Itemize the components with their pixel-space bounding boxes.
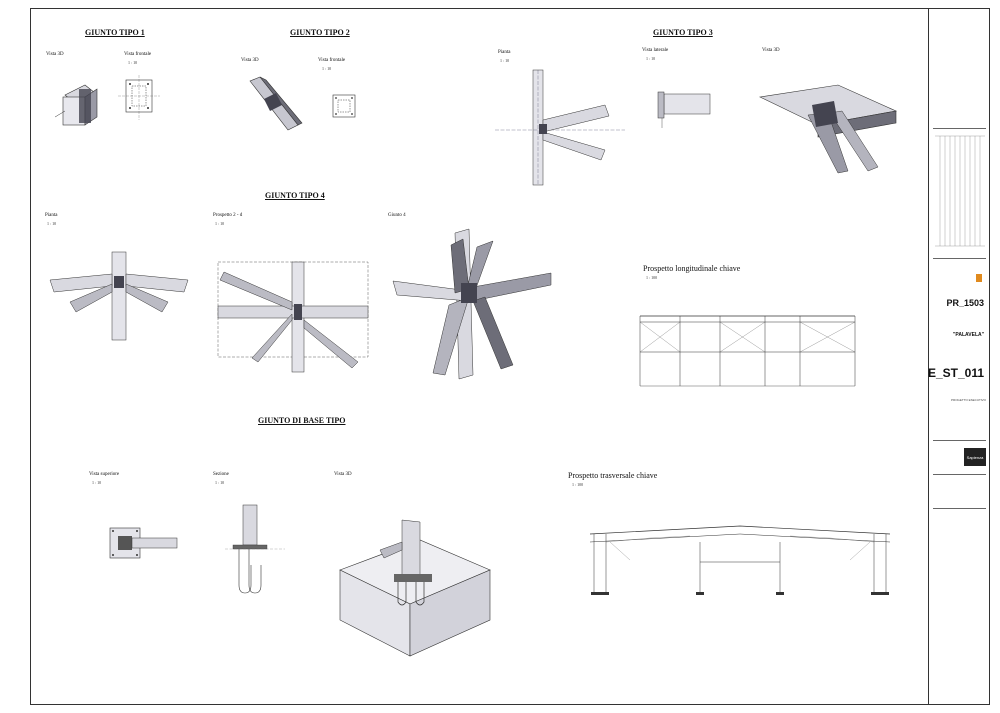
g2-front-drawing: [332, 94, 356, 118]
base-top-drawing: [109, 527, 178, 559]
label-prospetto-longitudinale: Prospetto longitudinale chiave: [643, 264, 741, 273]
label-g1-vista-3d: Vista 3D: [46, 52, 64, 57]
project-name: "PALAVELA": [953, 332, 984, 338]
revision-table: [935, 135, 985, 247]
label-g4-plan-scale: 1 : 10: [47, 221, 57, 226]
label-g4-elev-scale: 1 : 10: [215, 221, 225, 226]
firm-logo-icon: [976, 274, 982, 282]
label-g3-vista-3d: Vista 3D: [762, 48, 780, 53]
label-g1-vista-frontale: Vista frontale: [124, 52, 152, 57]
g3-side-drawing: [657, 91, 711, 128]
transversal-frame-drawing: [589, 525, 891, 595]
title-block: PR_1503 "PALAVELA" E_ST_011 PROGETTO ESE…: [928, 8, 990, 705]
g4-elevation-drawing: [217, 261, 369, 373]
g2-3d-drawing: [249, 76, 303, 131]
title-block-divider-5: [933, 508, 986, 509]
label-base-vista-superiore: Vista superiore: [89, 472, 120, 477]
label-prospetto-trasversale: Prospetto trasversale chiave: [568, 471, 658, 480]
heading-giunto-di-base: GIUNTO DI BASE TIPO: [258, 416, 346, 425]
label-g4-giunto-4: Giunto 4: [388, 213, 406, 218]
label-g3-pianta: Pianta: [498, 50, 511, 55]
project-code: PR_1503: [946, 298, 984, 308]
label-g3-side-scale: 1 : 10: [646, 56, 656, 61]
label-g2-vista-3d: Vista 3D: [241, 58, 259, 63]
label-g3-plan-scale: 1 : 10: [500, 58, 510, 63]
heading-giunto-tipo-2: GIUNTO TIPO 2: [290, 28, 350, 37]
title-block-divider-3: [933, 440, 986, 441]
g1-3d-drawing: [54, 84, 98, 126]
base-3d-drawing: [339, 519, 491, 657]
label-base-sezione: Sezione: [213, 472, 229, 477]
heading-giunto-tipo-4: GIUNTO TIPO 4: [265, 191, 325, 200]
label-trans-scale: 1 : 100: [572, 482, 584, 487]
label-base-section-scale: 1 : 10: [215, 480, 225, 485]
label-g4-prospetto: Prospetto 2 - d: [213, 213, 243, 218]
label-g4-pianta: Pianta: [45, 213, 58, 218]
label-g3-vista-laterale: Vista laterale: [642, 48, 669, 53]
university-logo: Sapienza: [964, 448, 986, 466]
drawing-sheet-border: [30, 8, 990, 705]
g3-3d-drawing: [758, 84, 898, 174]
title-block-divider: [933, 128, 986, 129]
longitudinal-frame-drawing: [639, 315, 856, 387]
title-block-divider-4: [933, 474, 986, 475]
heading-giunto-tipo-3: GIUNTO TIPO 3: [653, 28, 713, 37]
g1-front-drawing: [118, 75, 160, 120]
g3-plan-drawing: [495, 69, 625, 186]
title-block-divider-2: [933, 258, 986, 259]
heading-giunto-tipo-1: GIUNTO TIPO 1: [85, 28, 145, 37]
label-g2-vista-frontale: Vista frontale: [318, 58, 346, 63]
label-g1-scale: 1 : 10: [128, 60, 138, 65]
g4-plan-drawing: [49, 251, 189, 341]
drawing-code: E_ST_011: [927, 366, 984, 380]
base-section-drawing: [225, 504, 285, 594]
label-base-top-scale: 1 : 10: [92, 480, 102, 485]
project-phase: PROGETTO ESECUTIVO: [951, 398, 986, 402]
label-base-vista-3d: Vista 3D: [334, 472, 352, 477]
label-long-scale: 1 : 100: [646, 275, 658, 280]
g4-3d-drawing: [392, 228, 552, 380]
label-g2-scale: 1 : 10: [322, 66, 332, 71]
